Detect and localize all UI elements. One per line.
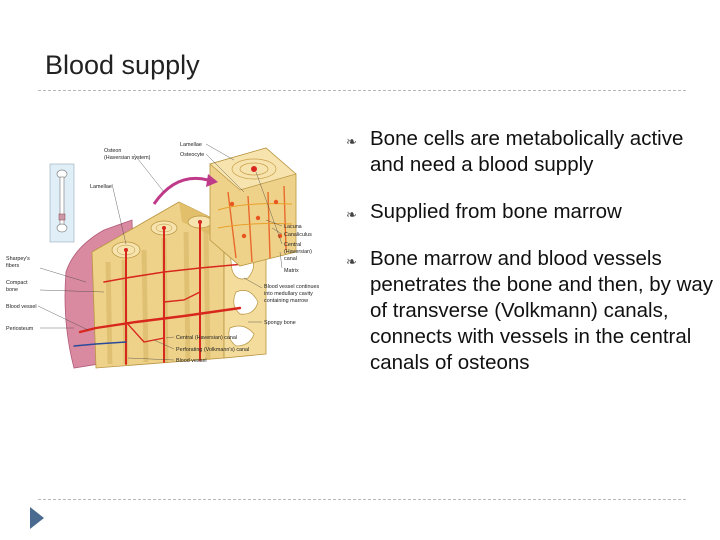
label-continues-1: Blood vessel continues: [264, 284, 319, 290]
label-perforating: Perforating (Volkmann's) canal: [176, 347, 249, 353]
label-sharpeys-1: Sharpey's: [6, 256, 30, 262]
label-central-canal: Central (Haversian) canal: [176, 335, 237, 341]
title-divider: [38, 90, 686, 91]
label-periosteum: Periosteum: [6, 326, 34, 332]
label-lacuna: Lacuna: [284, 224, 302, 230]
bullet-marker-icon: ❧: [346, 134, 357, 149]
label-continues-2: into medullary cavity: [264, 291, 313, 297]
femur-inset-icon: [49, 163, 75, 243]
bullet-marker-icon: ❧: [346, 207, 357, 222]
label-matrix: Matrix: [284, 268, 299, 274]
magnify-arrow-icon: [152, 174, 218, 205]
bullet-item: ❧ Bone marrow and blood vessels penetrat…: [346, 246, 716, 376]
label-lamellae-top: Lamellae: [180, 142, 202, 148]
bullet-marker-icon: ❧: [346, 254, 357, 269]
label-canaliculus: Canaliculus: [284, 232, 312, 238]
bullet-item: ❧ Bone cells are metabolically active an…: [346, 126, 716, 178]
blood-vessel-network: [73, 221, 245, 365]
label-blood-vessel-left: Blood vessel: [6, 304, 37, 310]
bullet-text: Supplied from bone marrow: [370, 200, 622, 223]
diagram-labels: Osteon (Haversian system) Lamellae Osteo…: [6, 142, 319, 364]
next-arrow-icon[interactable]: [30, 507, 44, 529]
slide-title: Blood supply: [45, 50, 200, 80]
label-central-2: (Haversian): [284, 249, 312, 255]
label-sharpeys-2: fibers: [6, 263, 19, 269]
label-central-1: Central: [284, 242, 301, 248]
bullet-item: ❧ Supplied from bone marrow: [346, 199, 716, 225]
footer-divider: [38, 499, 686, 500]
label-central-3: canal: [284, 256, 297, 262]
leader-lines: [37, 143, 283, 361]
label-compact-1: Compact: [6, 280, 28, 286]
bullet-text: Bone cells are metabolically active and …: [370, 127, 684, 176]
bone-structure-diagram: Osteon (Haversian system) Lamellae Osteo…: [4, 132, 342, 372]
label-lamellae-left: Lamellae: [90, 184, 112, 190]
label-compact-2: bone: [6, 287, 18, 293]
label-osteon: Osteon: [104, 148, 121, 154]
bullet-text: Bone marrow and blood vessels penetrates…: [370, 247, 714, 374]
label-blood-vessel-bottom: Blood vessel: [176, 358, 207, 364]
label-haversian-system: (Haversian system): [104, 155, 151, 161]
label-continues-3: containing marrow: [264, 298, 308, 304]
bullet-list: ❧ Bone cells are metabolically active an…: [346, 126, 716, 397]
label-spongy: Spongy bone: [264, 320, 296, 326]
label-osteocyte: Osteocyte: [180, 152, 204, 158]
